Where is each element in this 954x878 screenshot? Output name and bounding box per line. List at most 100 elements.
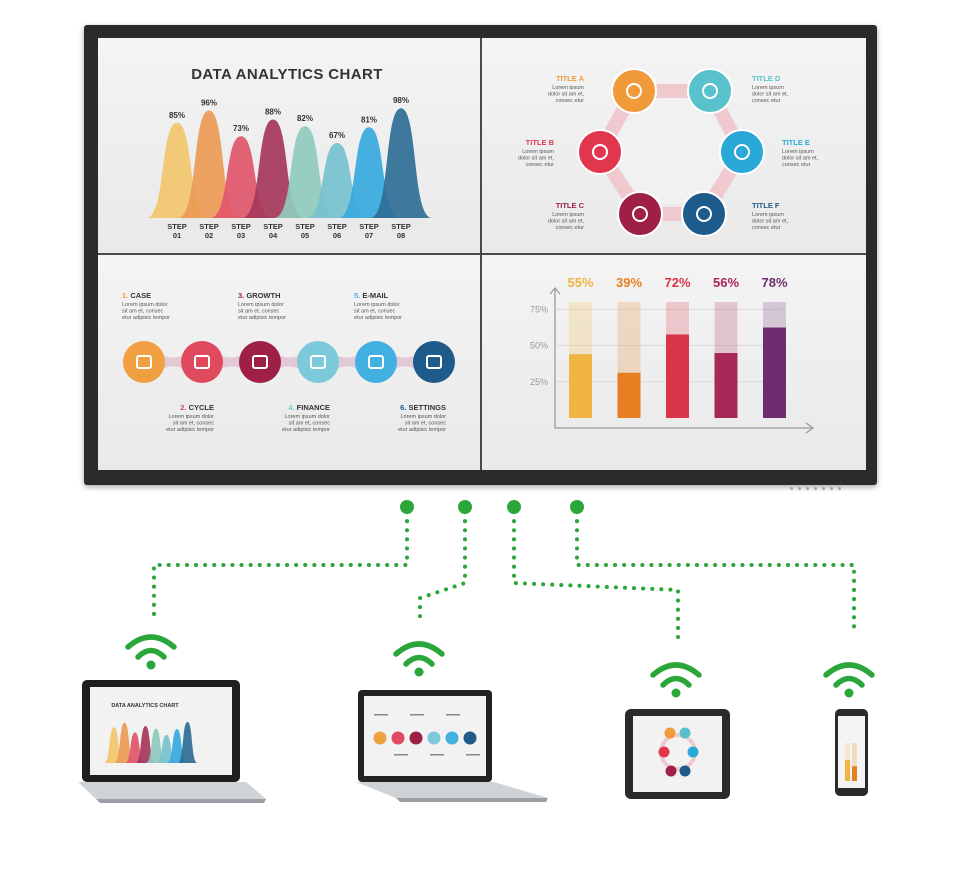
tablet-cycle-node-2 xyxy=(658,746,670,758)
phone-device[interactable] xyxy=(834,708,870,798)
connection-line-tablet xyxy=(512,510,680,640)
wifi-icon-4-dot xyxy=(844,688,854,698)
phone-svg xyxy=(835,709,868,796)
timeline-item-5-label: E-MAIL xyxy=(362,291,388,300)
cycle-icon xyxy=(194,355,210,369)
wifi-icon-1-inner xyxy=(135,647,167,660)
connection-node-4 xyxy=(570,500,584,514)
cycle-title-e-text-3: consec etur xyxy=(782,162,811,168)
pie-icon xyxy=(310,355,326,369)
laptop-device-2[interactable] xyxy=(356,688,550,803)
laptop-1-bell-2 xyxy=(114,722,135,763)
display-control-buttons[interactable] xyxy=(790,477,846,495)
laptop-2-caption-4 xyxy=(430,754,444,756)
tablet-device[interactable] xyxy=(624,708,732,803)
timeline-item-4-title: 4. FINANCE xyxy=(288,403,330,412)
bar-2 xyxy=(617,372,641,418)
cycle-title-c-text-1: Lorem ipsum xyxy=(552,212,584,218)
laptop-device-1[interactable]: DATA ANALYTICS CHART xyxy=(78,678,268,808)
laptop-2-step-3 xyxy=(409,731,423,745)
laptop-2-step-1 xyxy=(373,731,387,745)
gear-icon xyxy=(426,355,442,369)
timeline-connector-2 xyxy=(216,353,246,371)
step-3-label: STEP xyxy=(231,222,251,231)
bar-1 xyxy=(569,354,592,418)
tablet-cycle-node-3 xyxy=(665,765,677,777)
step-8-percentage: 98% xyxy=(393,96,409,105)
timeline-item-6-text-1: Lorem ipsum dolor xyxy=(400,414,446,420)
cycle-title-e-text-2: dolor sit am et, xyxy=(782,156,819,162)
timeline-item-2-text-2: sit am et, consec xyxy=(173,421,215,427)
lightbulb-circle xyxy=(577,129,623,175)
connection-node-3 xyxy=(507,500,521,514)
cycle-title-f-text-2: dolor sit am et, xyxy=(752,219,789,225)
bar-chart-icon xyxy=(252,355,268,369)
connection-line-laptop-2 xyxy=(418,510,467,627)
bar-5-label: 78% xyxy=(761,275,787,290)
pie-chart-icon xyxy=(632,206,648,222)
x-axis-arrow xyxy=(805,422,815,434)
timeline-item-6-text-3: etur adipisic tempor xyxy=(398,427,446,433)
wifi-icon-2-inner xyxy=(403,654,435,667)
timeline-item-1-text-1: Lorem ipsum dolor xyxy=(122,302,168,308)
timeline-item-4-text-1: Lorem ipsum dolor xyxy=(284,414,330,420)
connection-node-2 xyxy=(458,500,472,514)
step-3-percentage: 73% xyxy=(233,124,249,133)
timeline-item-5-number: 5. xyxy=(354,291,362,300)
briefcase-circle xyxy=(123,341,165,383)
cycle-title-b-text-2: dolor sit am et, xyxy=(518,156,555,162)
laptop-2-caption-2 xyxy=(394,754,408,756)
pie-circle xyxy=(297,341,339,383)
phone-bar-2 xyxy=(852,766,857,781)
laptop-2-step-2 xyxy=(391,731,405,745)
timeline-item-2-number: 2. xyxy=(180,403,188,412)
step-2-label: STEP xyxy=(199,222,219,231)
bar-chart-circle xyxy=(239,341,281,383)
briefcase-icon xyxy=(136,355,152,369)
timeline-item-4-label: FINANCE xyxy=(297,403,330,412)
analytics-chart-title: DATA ANALYTICS CHART xyxy=(191,66,383,83)
step-5-label: STEP xyxy=(295,222,315,231)
cycle-title-e: TITLE E xyxy=(782,138,810,147)
timeline-item-2-label: CYCLE xyxy=(189,403,214,412)
y-tick-1: 75% xyxy=(530,304,548,314)
bell-curve-step-8 xyxy=(370,108,432,218)
laptop-1-svg: DATA ANALYTICS CHART xyxy=(78,680,266,803)
phone-bar-1 xyxy=(845,760,850,781)
tablet-svg xyxy=(625,709,730,799)
timeline-item-1-label: CASE xyxy=(130,291,151,300)
connection-line-laptop-1 xyxy=(152,510,409,622)
step-7-label: STEP xyxy=(359,222,379,231)
wifi-icon-2-outer xyxy=(393,641,445,657)
timeline-item-3-text-1: Lorem ipsum dolor xyxy=(238,302,284,308)
timeline-item-6-title: 6. SETTINGS xyxy=(400,403,446,412)
step-4-number: 04 xyxy=(269,231,278,240)
bar-chart-svg: 75%50%25%55%39%72%56%78% xyxy=(530,275,815,434)
cycle-title-b-text-3: consec etur xyxy=(526,162,555,168)
wifi-icon-3-inner xyxy=(660,675,692,688)
step-2-number: 02 xyxy=(205,231,213,240)
step-2-percentage: 96% xyxy=(201,98,217,107)
timeline-item-3-title: 3. GROWTH xyxy=(238,291,281,300)
timeline-item-5-text-2: sit am et, consec xyxy=(354,309,396,315)
connection-node-1 xyxy=(400,500,414,514)
timeline-item-4-number: 4. xyxy=(288,403,296,412)
wifi-icon-3-outer xyxy=(650,662,702,678)
bar-2-label: 39% xyxy=(616,275,642,290)
timeline-item-6-number: 6. xyxy=(400,403,408,412)
handshake-icon xyxy=(626,83,642,99)
timeline-item-1-text-2: sit am et, consec xyxy=(122,309,164,315)
analytics-chart-svg: DATA ANALYTICS CHART 85%STEP0196%STEP027… xyxy=(146,66,432,240)
timeline-item-1-number: 1. xyxy=(122,291,130,300)
bar-4-label: 56% xyxy=(713,275,739,290)
wifi-icon-4-outer xyxy=(823,662,875,678)
timeline-item-1-text-3: etur adipisic tempor xyxy=(122,315,170,321)
step-4-percentage: 88% xyxy=(265,107,281,116)
laptop-2-svg xyxy=(356,690,548,802)
timeline-item-2-text-1: Lorem ipsum dolor xyxy=(168,414,214,420)
tablet-cycle-node-1 xyxy=(664,727,676,739)
